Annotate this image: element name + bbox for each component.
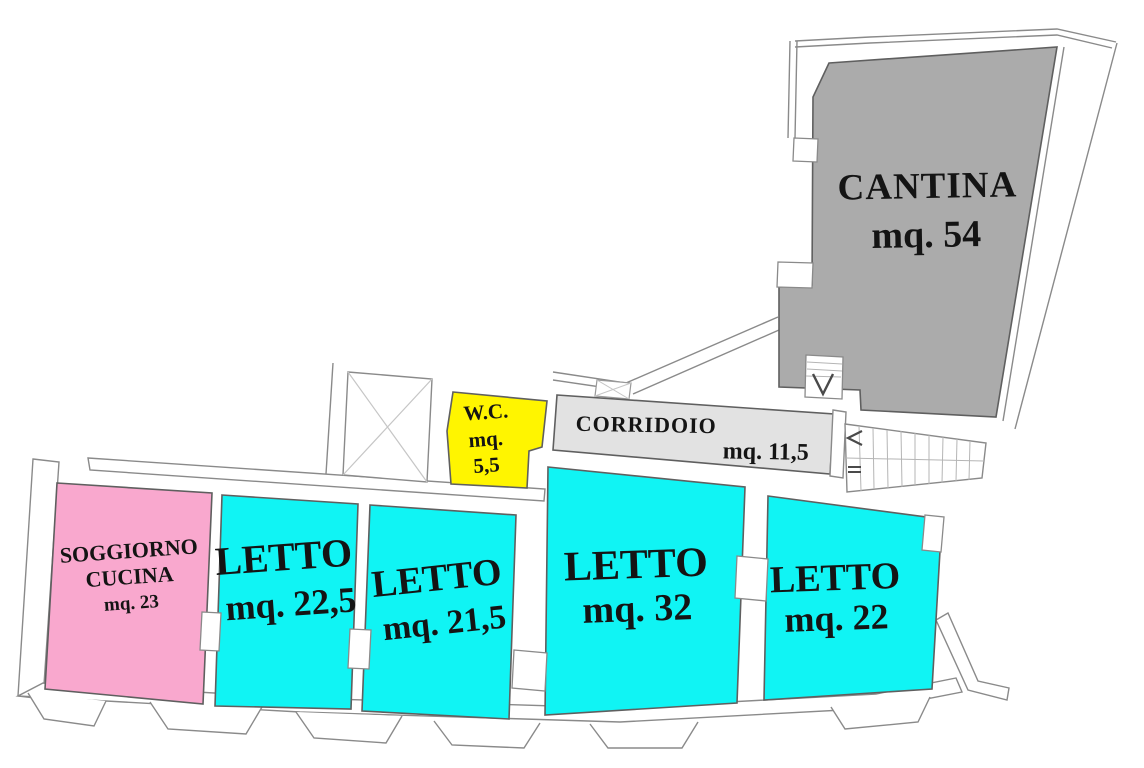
window-sill — [27, 692, 107, 727]
room-letto-3-shape — [544, 466, 746, 716]
wall-shaft-left — [325, 362, 334, 475]
door-opening — [792, 137, 819, 163]
wall-diagonal-upper — [625, 316, 779, 384]
room-letto-1-name-label: LETTO — [214, 529, 354, 583]
letto-1-label-group: LETTO mq. 22,5 — [214, 529, 358, 628]
room-soggiorno-name-line2-label: CUCINA — [85, 561, 175, 592]
room-letto-4-name-label: LETTO — [769, 555, 901, 602]
letto-3-label-group: LETTO mq. 32 — [563, 540, 708, 632]
room-letto-4-area-label: mq. 22 — [784, 596, 889, 640]
rooms — [44, 46, 1058, 720]
cantina-label-group: CANTINA mq. 54 — [837, 164, 1017, 257]
staircase-steps — [845, 425, 985, 492]
letto-4-corner-notch — [921, 514, 945, 553]
stairs-landing-mark-icon — [848, 466, 861, 473]
letto-4-label-group: LETTO mq. 22 — [769, 555, 901, 640]
door-openings — [199, 137, 945, 692]
room-corridoio-name-label: CORRIDOIO — [576, 411, 717, 438]
room-letto-3-area-label: mq. 32 — [582, 586, 693, 632]
door-opening — [511, 649, 548, 692]
shaft-cross-icon — [342, 371, 433, 483]
room-wc-area-line2-label: 5,5 — [473, 452, 501, 478]
door-opening — [347, 628, 372, 670]
corridoio-label-group: CORRIDOIO mq. 11,5 — [576, 411, 809, 466]
stairs-down-arrow-icon — [811, 373, 835, 397]
window-sill — [149, 701, 263, 735]
stairs-direction-arrow-icon — [845, 430, 863, 446]
wall-top-outline-inner — [794, 34, 1113, 49]
wall-right-outer — [1014, 42, 1118, 430]
room-corridoio-area-label: mq. 11,5 — [723, 438, 809, 465]
door-opening — [199, 611, 222, 652]
wc-label-group: W.C. mq. 5,5 — [463, 398, 509, 478]
window-sill — [433, 720, 541, 749]
entrance-stairs-steps — [805, 361, 843, 378]
wall-corridor-end — [829, 409, 847, 479]
walls — [325, 28, 1118, 475]
room-soggiorno-shape — [44, 482, 213, 705]
room-wc-shape — [446, 391, 548, 489]
door-opening — [776, 261, 814, 289]
cantina-entrance-stairs — [804, 354, 844, 400]
wall-bottom-right-band — [935, 612, 1010, 701]
door-opening — [734, 555, 769, 602]
window-sill — [295, 711, 403, 744]
room-letto-1-area-label: mq. 22,5 — [224, 579, 357, 628]
room-wc-name-label: W.C. — [463, 398, 509, 425]
wall-bands — [15, 457, 1010, 723]
staircase — [844, 423, 987, 493]
labels: CANTINA mq. 54 CORRIDOIO mq. 11,5 W.C. m… — [59, 164, 1018, 648]
room-cantina-area-label: mq. 54 — [871, 213, 982, 257]
room-wc-area-line1-label: mq. — [468, 426, 504, 452]
vent-crossed-box — [594, 379, 632, 400]
room-soggiorno-area-label: mq. 23 — [103, 591, 159, 616]
wall-top-outline — [794, 28, 1117, 43]
window-sills — [27, 692, 931, 749]
shaft-crossed-square — [342, 371, 433, 483]
room-letto-3-name-label: LETTO — [563, 540, 708, 591]
room-cantina-name-label: CANTINA — [837, 164, 1017, 208]
wall-right-inner — [1002, 46, 1065, 422]
wall-diagonal-inner — [632, 329, 780, 395]
window-sill — [830, 696, 931, 730]
window-sill — [589, 721, 699, 749]
wall-cantina-left-outer — [787, 40, 798, 139]
vent-cross-icon — [594, 379, 632, 400]
